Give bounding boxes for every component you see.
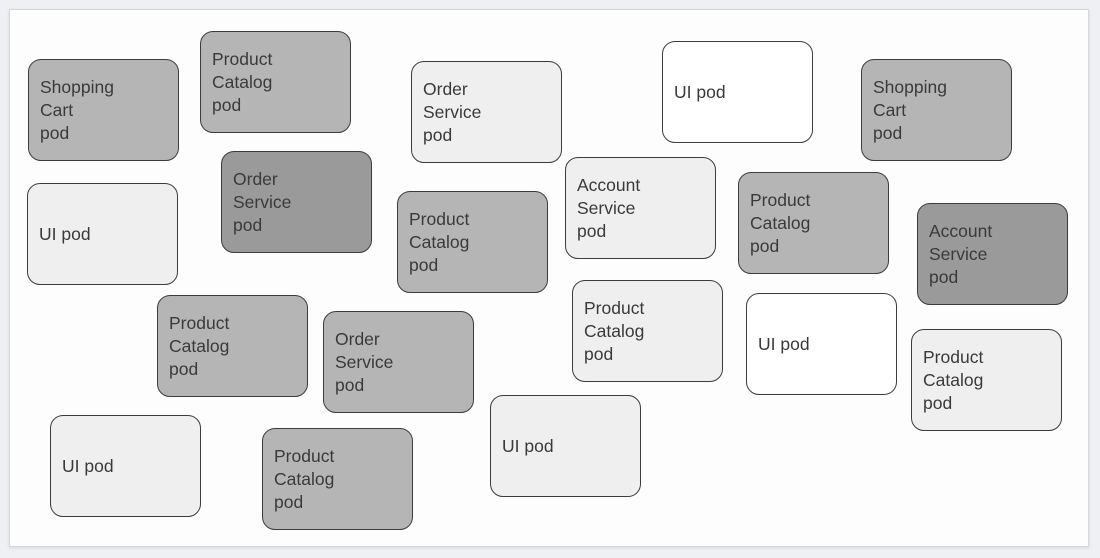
pod-ui: UI pod xyxy=(27,183,178,285)
pod-label: Product Catalog pod xyxy=(212,48,273,115)
pod-product-catalog: Product Catalog pod xyxy=(572,280,723,382)
pod-label: Product Catalog pod xyxy=(274,445,335,512)
pod-product-catalog: Product Catalog pod xyxy=(200,31,351,133)
pod-ui: UI pod xyxy=(50,415,201,517)
pod-label: Product Catalog pod xyxy=(923,346,984,413)
pod-label: UI pod xyxy=(758,333,810,354)
pod-product-catalog: Product Catalog pod xyxy=(157,295,308,397)
pod-ui: UI pod xyxy=(662,41,813,143)
pod-ui: UI pod xyxy=(490,395,641,497)
pod-order-service: Order Service pod xyxy=(221,151,372,253)
pod-label: UI pod xyxy=(674,81,726,102)
pod-label: Account Service pod xyxy=(929,220,993,287)
pod-order-service: Order Service pod xyxy=(411,61,562,163)
pod-shopping-cart: Shopping Cart pod xyxy=(861,59,1012,161)
pod-product-catalog: Product Catalog pod xyxy=(397,191,548,293)
pod-label: Product Catalog pod xyxy=(169,312,230,379)
pod-label: Product Catalog pod xyxy=(750,189,811,256)
pod-product-catalog: Product Catalog pod xyxy=(738,172,889,274)
pod-order-service: Order Service pod xyxy=(323,311,474,413)
pod-label: Account Service pod xyxy=(577,174,641,241)
pod-product-catalog: Product Catalog pod xyxy=(262,428,413,530)
pod-label: Product Catalog pod xyxy=(409,208,470,275)
pod-label: Shopping Cart pod xyxy=(873,76,947,143)
pod-label: Order Service pod xyxy=(335,328,394,395)
pod-label: Product Catalog pod xyxy=(584,297,645,364)
pod-label: Order Service pod xyxy=(423,78,482,145)
pod-label: Shopping Cart pod xyxy=(40,76,114,143)
pod-ui: UI pod xyxy=(746,293,897,395)
pod-account-service: Account Service pod xyxy=(917,203,1068,305)
pod-label: UI pod xyxy=(39,223,91,244)
diagram-frame: Shopping Cart pod Product Catalog pod Or… xyxy=(9,9,1089,547)
pod-label: UI pod xyxy=(62,455,114,476)
pod-label: Order Service pod xyxy=(233,168,292,235)
pod-shopping-cart: Shopping Cart pod xyxy=(28,59,179,161)
pod-account-service: Account Service pod xyxy=(565,157,716,259)
pod-label: UI pod xyxy=(502,435,554,456)
pod-product-catalog: Product Catalog pod xyxy=(911,329,1062,431)
